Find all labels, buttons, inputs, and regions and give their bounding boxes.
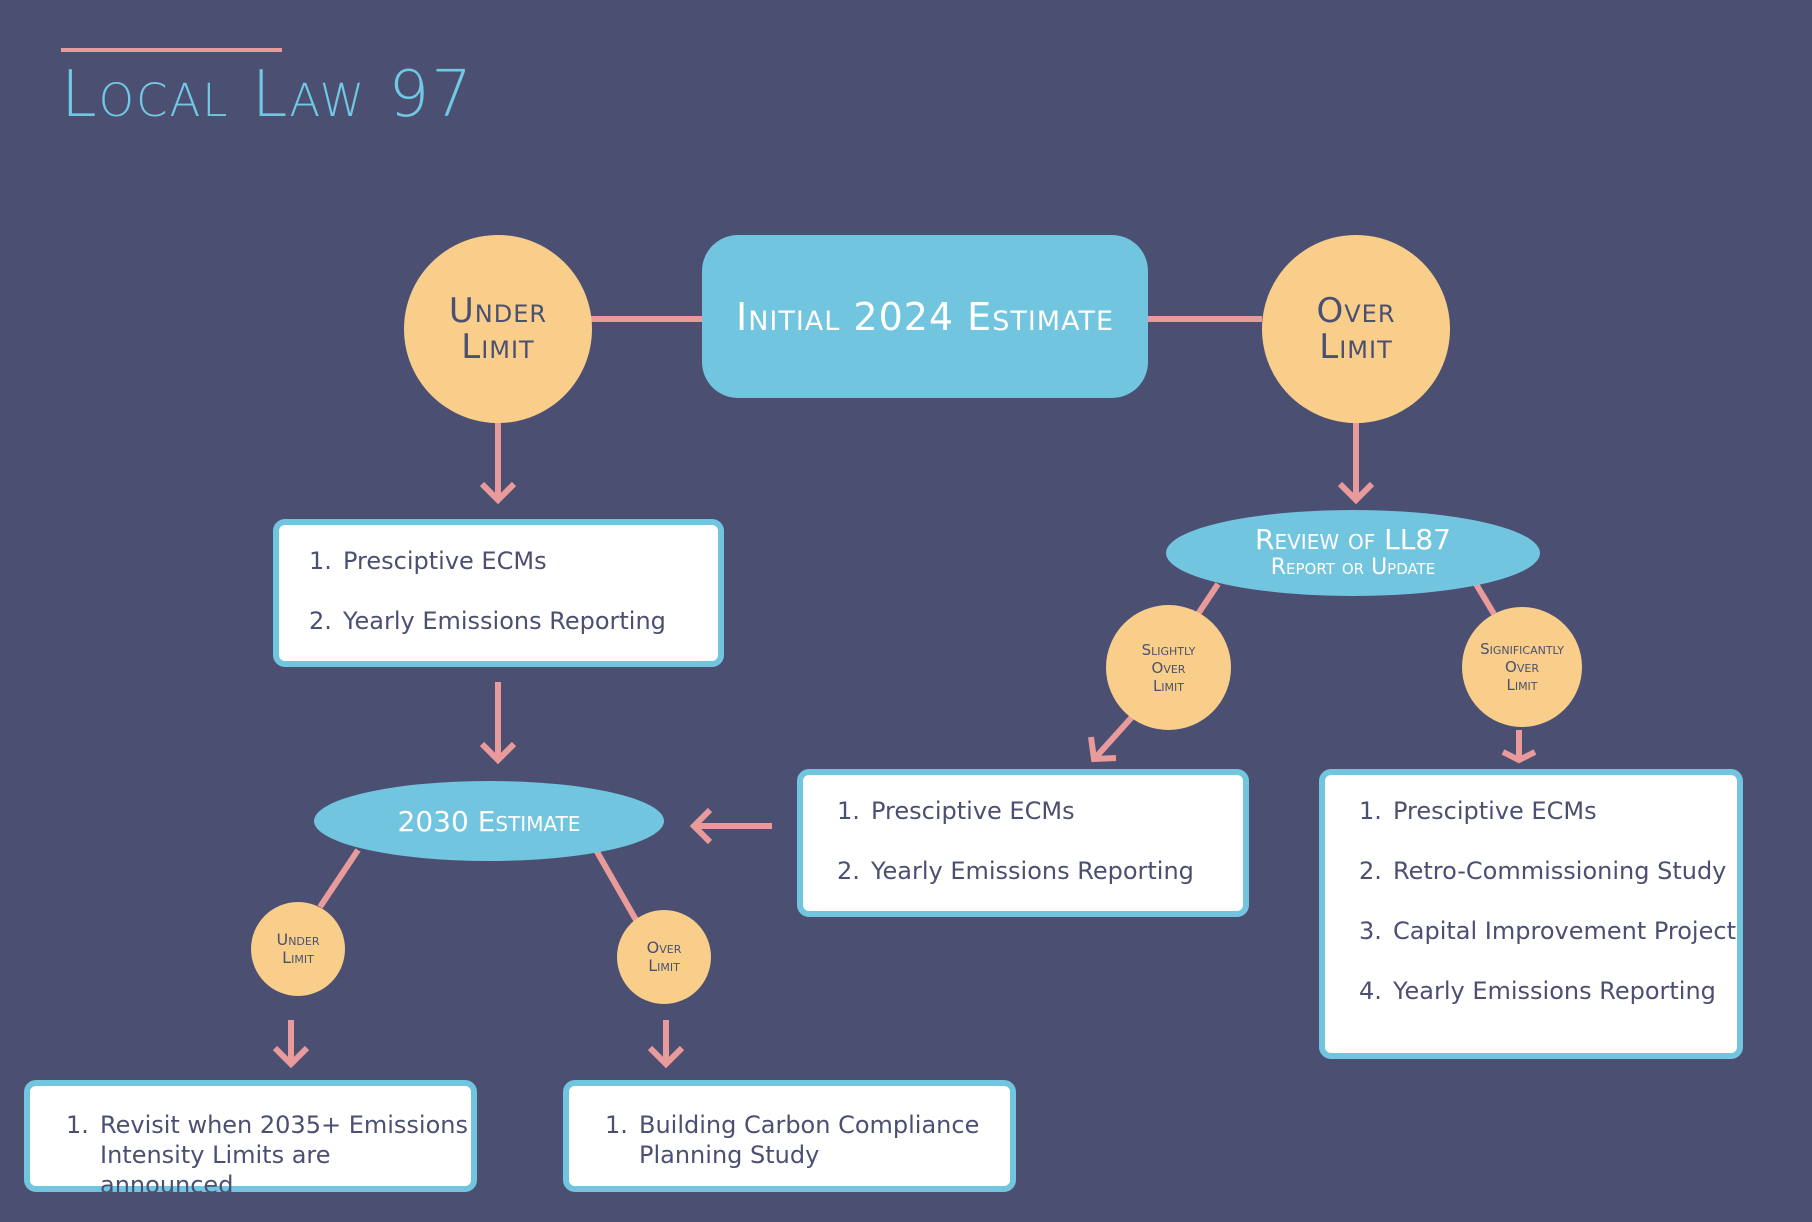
- review-line1: Review of LL87: [1255, 523, 1451, 556]
- connector-2030-to-under: [317, 848, 361, 909]
- arrowhead-slightly-to-box: [1088, 736, 1117, 763]
- under-limit-2030-label: Under Limit: [276, 930, 320, 967]
- significantly-over-label: Significantly Over Limit: [1480, 640, 1564, 694]
- slightly-over-limit-node: Slightly Over Limit: [1106, 605, 1231, 730]
- page-title: Local Law 97: [61, 58, 474, 132]
- connector-review-to-significantly: [1473, 582, 1497, 616]
- arrowhead-over-to-review: [1337, 481, 1375, 505]
- list-item: 2. Yearly Emissions Reporting: [837, 857, 1194, 885]
- over-limit-2030-label: Over Limit: [646, 938, 682, 975]
- compliance-study-box: 1. Building Carbon Compliance Planning S…: [563, 1080, 1016, 1192]
- list-item: 2. Yearly Emissions Reporting: [309, 607, 666, 635]
- list-item: 1. Presciptive ECMs: [1359, 797, 1597, 825]
- review-line2: Report or Update: [1270, 555, 1436, 580]
- arrowhead-box-to-2030: [479, 741, 517, 765]
- review-ll87-node: Review of LL87 Report or Update: [1166, 510, 1540, 596]
- initial-estimate-node: Initial 2024 Estimate: [702, 235, 1148, 398]
- list-item: 1. Presciptive ECMs: [309, 547, 547, 575]
- estimate-2030-node: 2030 Estimate: [314, 781, 664, 861]
- connector-2030-to-over: [593, 848, 639, 922]
- over-limit-2030-node: Over Limit: [617, 910, 711, 1004]
- over-limit-node: Over Limit: [1262, 235, 1450, 423]
- slightly-over-label: Slightly Over Limit: [1141, 640, 1196, 695]
- arrowhead-slightly-box-to-2030: [689, 807, 713, 845]
- slightly-over-actions-box: 1. Presciptive ECMs 2. Yearly Emissions …: [797, 769, 1249, 917]
- significantly-over-actions-box: 1. Presciptive ECMs 2. Retro-Commissioni…: [1319, 769, 1743, 1059]
- revisit-box: 1. Revisit when 2035+ Emissions Intensit…: [24, 1080, 477, 1199]
- arrowhead-under-2030-to-box: [272, 1045, 310, 1069]
- significantly-over-limit-node: Significantly Over Limit: [1462, 607, 1582, 727]
- arrow-slightly-to-box: [1093, 714, 1135, 760]
- list-item: 3. Capital Improvement Project: [1359, 917, 1736, 945]
- arrowhead-under-to-box: [479, 481, 517, 505]
- arrowhead-significantly-to-box: [1501, 749, 1537, 764]
- under-limit-actions-box: 1. Presciptive ECMs 2. Yearly Emissions …: [273, 519, 724, 667]
- under-limit-2030-node: Under Limit: [251, 902, 345, 996]
- list-item: 1. Presciptive ECMs: [837, 797, 1075, 825]
- connector-review-to-slightly: [1195, 582, 1221, 616]
- arrowhead-over-2030-to-box: [647, 1045, 685, 1069]
- list-item: 2. Retro-Commissioning Study: [1359, 857, 1727, 885]
- initial-estimate-label: Initial 2024 Estimate: [735, 294, 1115, 339]
- under-limit-label: Under Limit: [448, 291, 548, 367]
- list-item: 1. Building Carbon Compliance Planning S…: [605, 1111, 980, 1169]
- over-limit-label: Over Limit: [1316, 291, 1396, 367]
- estimate-2030-label: 2030 Estimate: [397, 804, 581, 838]
- title-rule: [61, 48, 282, 52]
- under-limit-node: Under Limit: [404, 235, 592, 423]
- list-item: 1. Revisit when 2035+ Emissions Intensit…: [66, 1111, 468, 1199]
- list-item: 4. Yearly Emissions Reporting: [1359, 977, 1716, 1005]
